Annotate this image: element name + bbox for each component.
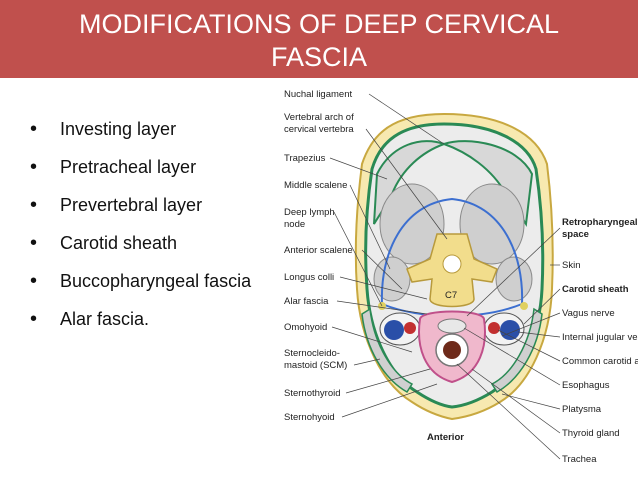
neck-cross-section-figure: C7 Anterior Nuchal ligament Vertebral ar… — [262, 84, 638, 479]
label-vagus-nerve: Vagus nerve — [562, 308, 615, 319]
label-thyroid-gland: Thyroid gland — [562, 428, 620, 439]
bullet-item-alar-fascia: Alar fascia. — [30, 308, 262, 331]
label-middle-scalene: Middle scalene — [284, 180, 347, 191]
sternocleidomastoid-right — [490, 307, 543, 394]
bullet-item-buccopharyngeal-fascia: Buccopharyngeal fascia — [30, 270, 262, 293]
label-sternohyoid: Sternohyoid — [284, 412, 335, 423]
label-deep-lymph-1: Deep lymph — [284, 207, 335, 218]
label-trapezius: Trapezius — [284, 153, 326, 164]
label-omohyoid: Omohyoid — [284, 322, 327, 333]
common-carotid-artery-right — [488, 322, 500, 334]
anterior-label: Anterior — [427, 432, 464, 443]
label-nuchal-ligament: Nuchal ligament — [284, 89, 352, 100]
label-carotid-sheath: Carotid sheath — [562, 284, 629, 295]
trachea-lumen — [443, 341, 461, 359]
internal-jugular-vein-left — [384, 320, 404, 340]
bullet-item-carotid-sheath: Carotid sheath — [30, 232, 262, 255]
bullet-list: Investing layer Pretracheal layer Prever… — [30, 118, 262, 346]
esophagus — [437, 318, 467, 334]
neck-cross-section-diagram: C7 Anterior Nuchal ligament Vertebral ar… — [284, 89, 638, 465]
spinal-canal — [442, 254, 462, 274]
scalene-right — [495, 256, 533, 302]
vertebra-label: C7 — [445, 290, 457, 301]
label-deep-lymph-2: node — [284, 219, 305, 230]
bullet-item-investing-layer: Investing layer — [30, 118, 262, 141]
slide-title-line-2: FASCIA — [270, 42, 368, 72]
label-vertebral-arch-2: cervical vertebra — [284, 124, 354, 135]
label-anterior-scalene: Anterior scalene — [284, 245, 353, 256]
lymph-node-right — [520, 302, 528, 310]
left-label-group: Nuchal ligament Vertebral arch of cervic… — [284, 89, 448, 423]
label-scm-1: Sternocleido- — [284, 348, 340, 359]
label-trachea: Trachea — [562, 454, 597, 465]
common-carotid-artery-left — [404, 322, 416, 334]
label-longus-colli: Longus colli — [284, 272, 334, 283]
right-label-group: Retropharyngeal space Skin Carotid sheat… — [456, 217, 638, 465]
label-retropharyngeal-2: space — [562, 229, 589, 240]
label-sternothyroid: Sternothyroid — [284, 388, 341, 399]
bullet-item-prevertebral-layer: Prevertebral layer — [30, 194, 262, 217]
label-common-carotid-artery: Common carotid artery — [562, 356, 638, 367]
label-scm-2: mastoid (SCM) — [284, 360, 347, 371]
label-platysma: Platysma — [562, 404, 602, 415]
posterior-muscle-left — [379, 183, 445, 265]
label-esophagus: Esophagus — [562, 380, 610, 391]
label-retropharyngeal-1: Retropharyngeal — [562, 217, 638, 228]
label-alar-fascia: Alar fascia — [284, 296, 329, 307]
label-skin: Skin — [562, 260, 580, 271]
label-vertebral-arch-1: Vertebral arch of — [284, 112, 354, 123]
bullet-item-pretracheal-layer: Pretracheal layer — [30, 156, 262, 179]
slide-title: MODIFICATIONS OF DEEP CERVICAL FASCIA — [0, 0, 638, 78]
label-internal-jugular-vein: Internal jugular vein — [562, 332, 638, 343]
slide-title-line-1: MODIFICATIONS OF DEEP CERVICAL — [78, 9, 560, 39]
posterior-muscle-right — [459, 183, 525, 265]
